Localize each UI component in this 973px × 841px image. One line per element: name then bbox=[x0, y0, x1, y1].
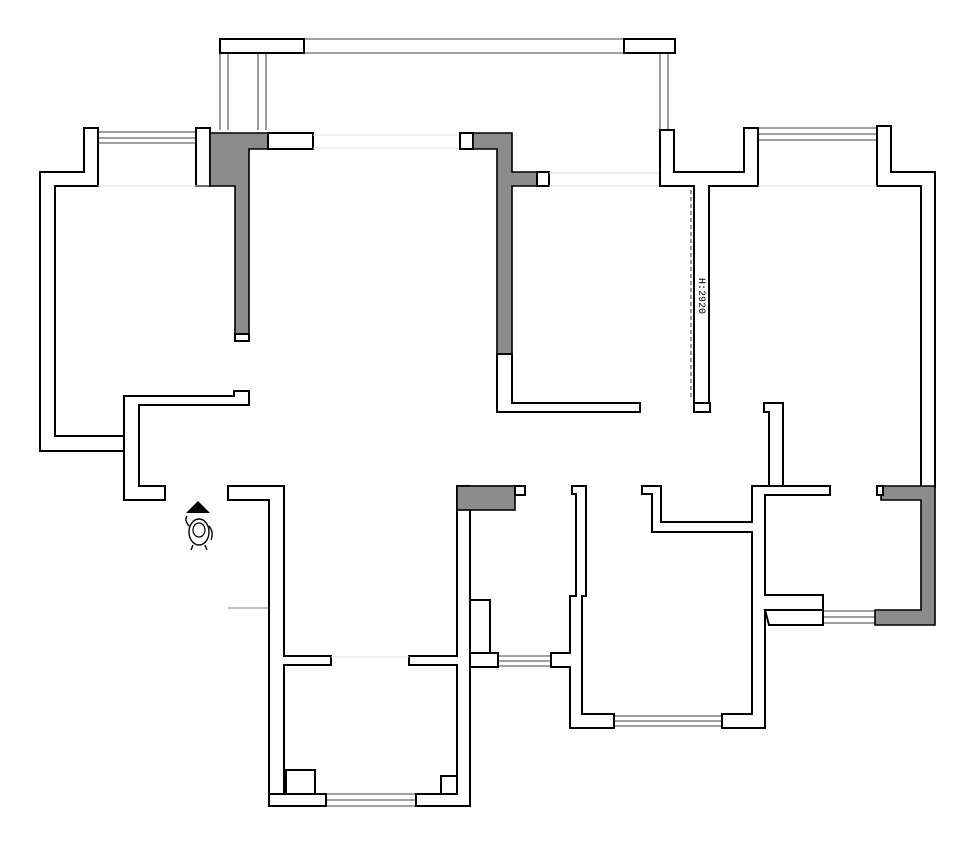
left-shear-wall bbox=[209, 132, 460, 342]
entry-walls bbox=[123, 390, 332, 795]
right-centre-room: H:2920 bbox=[659, 127, 759, 413]
bottom-centre-room bbox=[498, 485, 831, 729]
bottom-left-room bbox=[268, 485, 471, 807]
entrance-arrow-icon bbox=[186, 501, 210, 513]
centre-shear-wall bbox=[459, 132, 660, 413]
person-icon bbox=[185, 515, 213, 551]
middle-shear-block bbox=[456, 485, 526, 668]
right-lower-room bbox=[763, 402, 936, 626]
ceiling-height-label: H:2920 bbox=[695, 278, 706, 314]
top-balcony bbox=[219, 38, 676, 130]
right-bedroom bbox=[758, 125, 936, 488]
left-bedroom bbox=[39, 127, 211, 452]
